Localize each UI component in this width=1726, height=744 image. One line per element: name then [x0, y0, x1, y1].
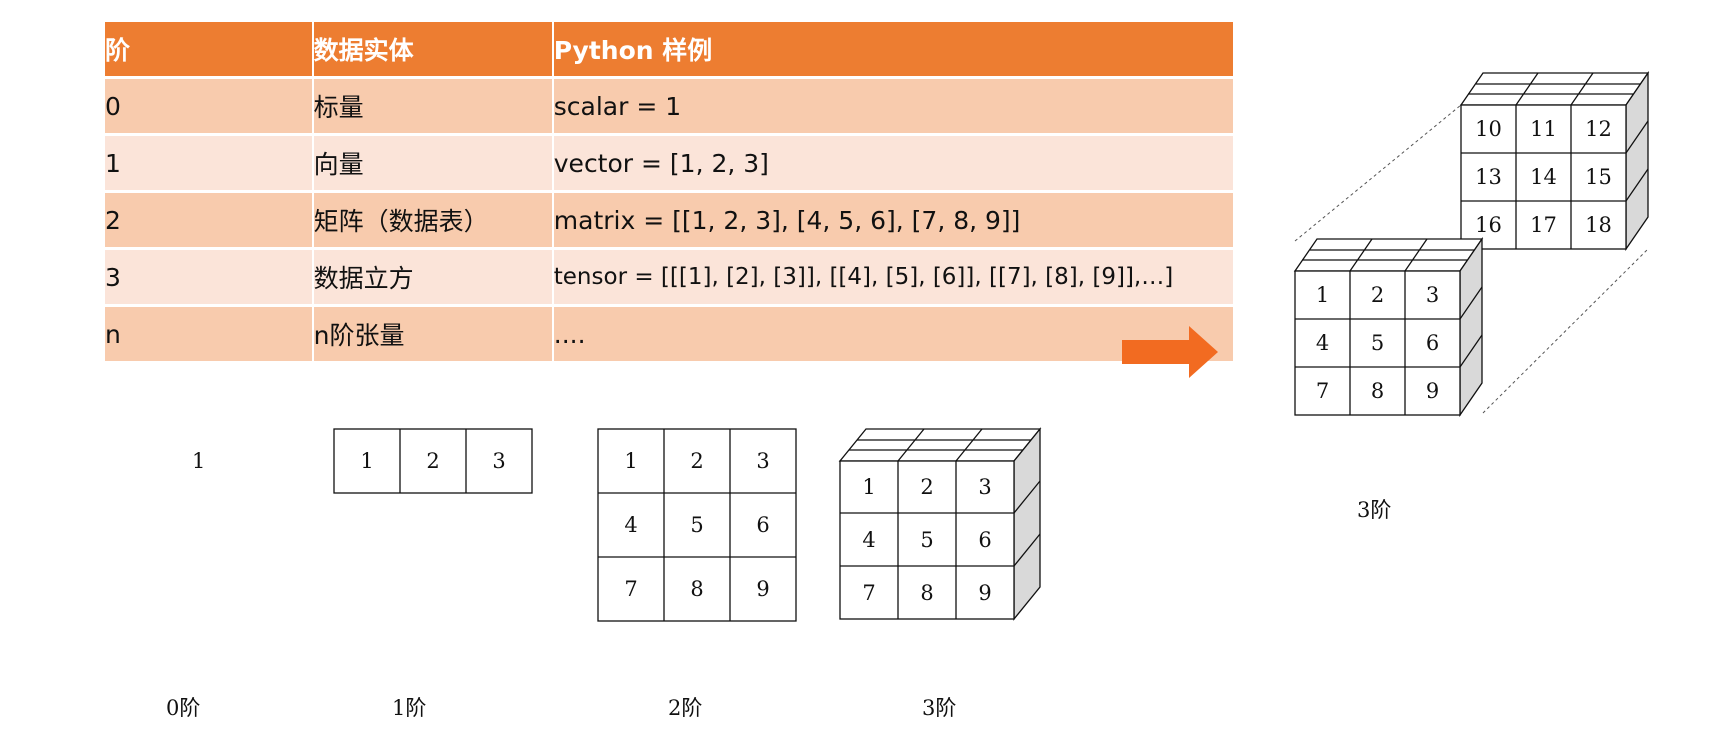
cell-order: 3 — [105, 247, 312, 304]
vector-cell: 2 — [426, 449, 440, 473]
cell-entity: 数据立方 — [311, 247, 552, 304]
table-row: n n阶张量 .... — [105, 304, 1233, 361]
caption-order-3: 3阶 — [922, 696, 957, 720]
tensor-back-cell: 10 — [1475, 117, 1502, 141]
caption-order-2: 2阶 — [668, 696, 703, 720]
matrix-cell: 5 — [690, 513, 704, 537]
cube-cell: 9 — [978, 580, 992, 605]
matrix-cell: 3 — [756, 449, 770, 473]
matrix-cell: 2 — [690, 449, 704, 473]
matrix-grid — [597, 428, 797, 622]
tensor-front-cell: 9 — [1425, 379, 1440, 403]
scalar-value: 1 — [192, 449, 206, 473]
tensor-front-cell: 1 — [1315, 283, 1330, 307]
cell-order: 2 — [105, 190, 312, 247]
cell-entity: 标量 — [311, 76, 552, 133]
tensor-front-cell: 6 — [1425, 331, 1440, 355]
perspective-lines — [1294, 104, 1649, 414]
tensor-back-cell: 14 — [1530, 165, 1557, 189]
vector-cell: 1 — [360, 449, 374, 473]
matrix-cell: 4 — [624, 513, 638, 537]
cell-order: 1 — [105, 133, 312, 190]
cell-example: vector = [1, 2, 3] — [551, 133, 1233, 190]
cell-example: tensor = [[[1], [2], [3]], [[4], [5], [6… — [551, 247, 1233, 304]
table-row: 3 数据立方 tensor = [[[1], [2], [3]], [[4], … — [105, 247, 1233, 304]
tensor-front-cell: 2 — [1370, 283, 1385, 307]
tensor-front-cell: 5 — [1370, 331, 1385, 355]
tensor-front-cube — [1293, 236, 1484, 418]
tensor-front-cell: 7 — [1315, 379, 1330, 403]
table-row: 1 向量 vector = [1, 2, 3] — [105, 133, 1233, 190]
caption-order-1: 1阶 — [392, 696, 427, 720]
tensor-back-cell: 16 — [1475, 213, 1502, 237]
cube-cell: 4 — [862, 527, 876, 552]
header-python-example: Python 样例 — [551, 22, 1233, 76]
cell-entity: n阶张量 — [311, 304, 552, 361]
cube-cell: 2 — [920, 475, 934, 499]
tensor-back-cell: 13 — [1475, 165, 1502, 189]
matrix-cell: 1 — [624, 449, 638, 473]
cube-cell: 1 — [862, 475, 876, 499]
tensor-back-cell: 12 — [1585, 117, 1612, 141]
table-row: 2 矩阵（数据表） matrix = [[1, 2, 3], [4, 5, 6]… — [105, 190, 1233, 247]
header-order: 阶 — [105, 22, 312, 76]
caption-tensor-order-3: 3阶 — [1357, 498, 1392, 522]
cube-cell: 7 — [862, 580, 876, 605]
cell-entity: 矩阵（数据表） — [311, 190, 552, 247]
cell-order: n — [105, 304, 312, 361]
cell-example: matrix = [[1, 2, 3], [4, 5, 6], [7, 8, 9… — [551, 190, 1233, 247]
matrix-cell: 8 — [690, 577, 704, 601]
tensor-back-cell: 15 — [1585, 165, 1612, 189]
vector-cell: 3 — [492, 449, 506, 473]
matrix-cell: 9 — [756, 577, 770, 601]
tensor-back-cell: 18 — [1585, 213, 1612, 237]
cell-example: .... — [551, 304, 1233, 361]
tensor-back-cube — [1459, 70, 1650, 252]
tensor-front-cell: 3 — [1425, 283, 1440, 307]
tensor-back-cell: 11 — [1530, 117, 1557, 141]
cube-cell: 5 — [920, 527, 934, 552]
cube-cell: 6 — [978, 527, 992, 552]
matrix-cell: 7 — [624, 577, 638, 601]
table-row: 0 标量 scalar = 1 — [105, 76, 1233, 133]
cube-3d — [838, 427, 1042, 621]
cell-entity: 向量 — [311, 133, 552, 190]
tensor-front-cell: 8 — [1370, 379, 1385, 403]
cell-order: 0 — [105, 76, 312, 133]
matrix-cell: 6 — [756, 513, 770, 537]
tensor-front-cell: 4 — [1315, 331, 1330, 355]
right-arrow-icon — [1122, 326, 1218, 378]
cube-cell: 3 — [978, 475, 992, 499]
cell-example: scalar = 1 — [551, 76, 1233, 133]
tensor-order-table: 阶 数据实体 Python 样例 0 标量 scalar = 1 1 向量 ve… — [105, 22, 1233, 361]
caption-order-0: 0阶 — [166, 696, 201, 720]
cube-cell: 8 — [920, 580, 934, 605]
vector-grid — [333, 428, 533, 494]
table-header-row: 阶 数据实体 Python 样例 — [105, 22, 1233, 76]
tensor-back-cell: 17 — [1530, 213, 1557, 237]
header-entity: 数据实体 — [311, 22, 552, 76]
